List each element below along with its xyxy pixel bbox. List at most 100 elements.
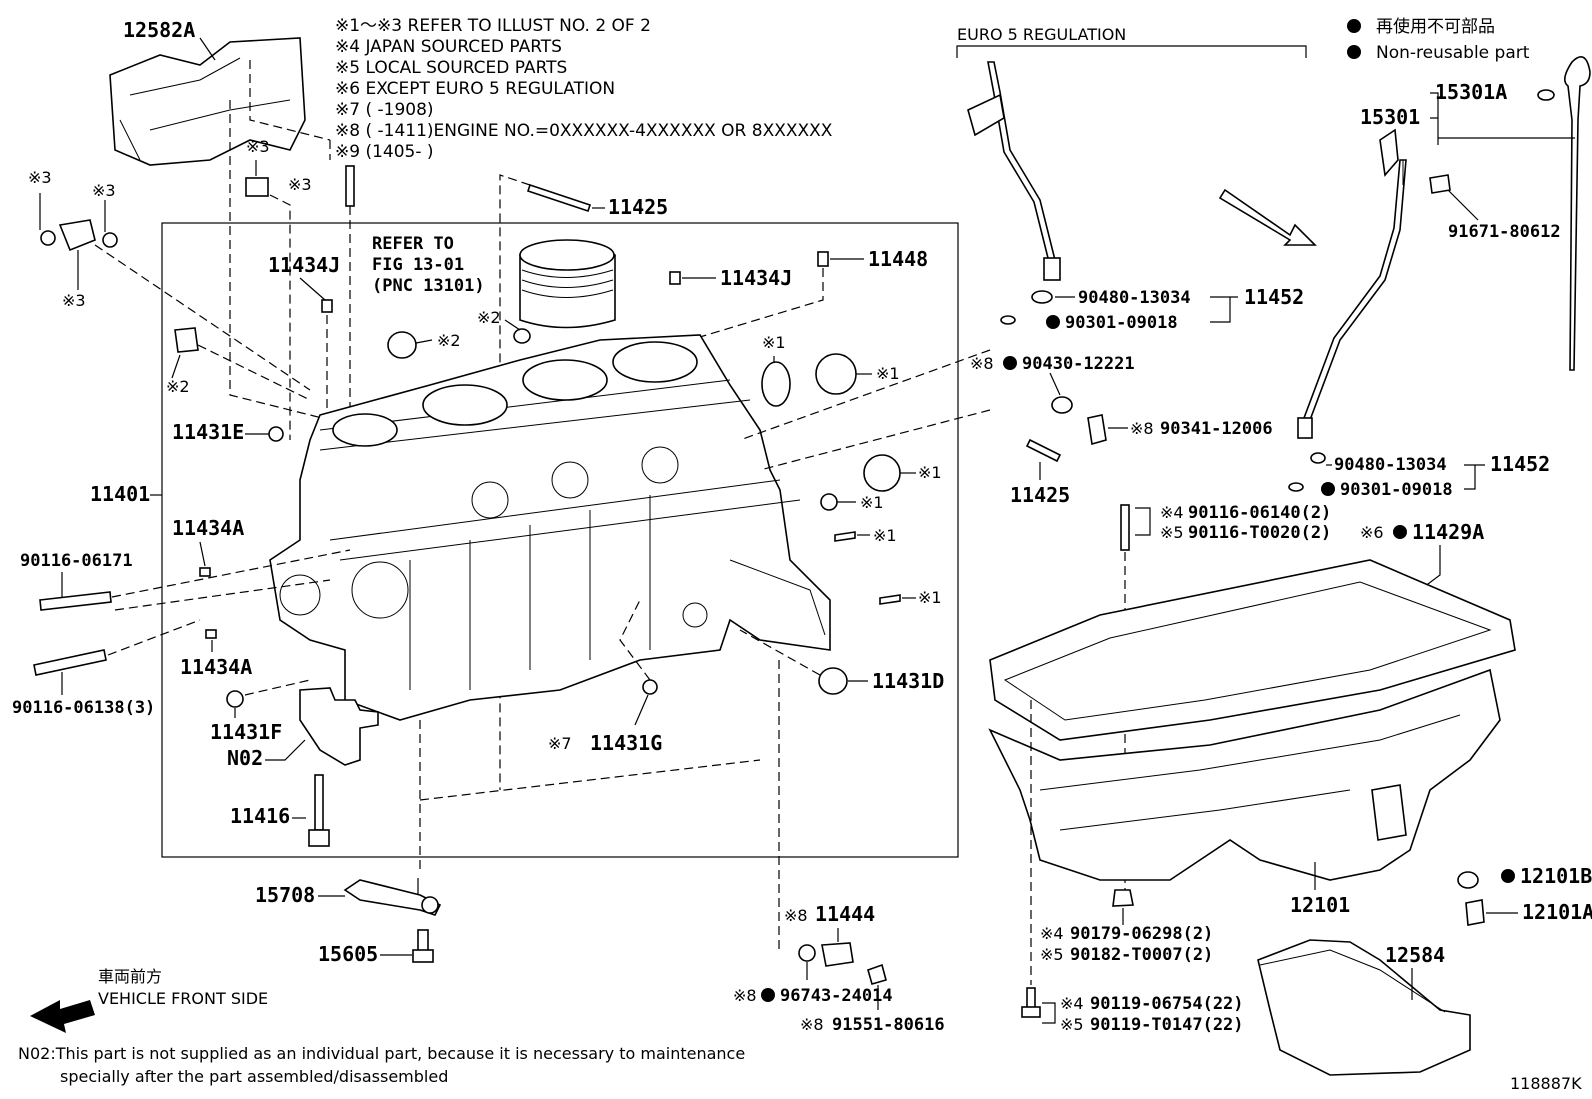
oil-pan-drain-boss [1371,784,1407,841]
mark-m1: ※1 [918,588,942,607]
note-1: ※1～※3 REFER TO ILLUST NO. 2 OF 2 [335,16,651,36]
bearing-cap-N02 [299,687,379,766]
note-3: ※5 LOCAL SOURCED PARTS [335,58,567,78]
pin-icon [321,299,333,313]
pin-icon [669,271,681,285]
mark-m6: ※6 [1360,523,1384,542]
mark-m4: ※4 [1160,503,1184,522]
part-label-11429A: 11429A [1412,520,1484,544]
mark-m8: ※8 [784,906,808,925]
part-label-90119-06754: 90119-06754(22) [1090,994,1244,1014]
mark-m2: ※2 [477,308,501,327]
part-label-11434A-lower: 11434A [180,655,252,679]
refer-line1: REFER TO [372,234,454,254]
plug-icon [863,454,901,492]
part-label-11425-top: 11425 [608,195,668,219]
mark-m1: ※1 [918,463,942,482]
stud-90116-06138: 90116-06138(3) [12,579,331,718]
front-jp: 車両前方 [98,967,162,986]
part-label-11452-a: 11452 [1244,285,1304,309]
insulator-12582A: 12582A [109,18,306,166]
non-reusable-dot-icon [1046,315,1060,329]
part-label-90480-13034-a: 90480-13034 [1078,288,1191,308]
non-reusable-dot-icon [1003,356,1017,370]
note-7: ※9 (1405- ) [335,142,434,162]
part-label-91551-80616: 91551-80616 [832,1015,945,1035]
plug-icon [642,679,658,695]
gasket-icon [1051,396,1073,414]
plug-icon [387,331,417,359]
stud-icon [1025,438,1062,463]
plate-icon [58,219,96,252]
bolt-icon [867,963,887,985]
oil-jet-15708: 15708 [255,878,442,916]
part-label-15301A: 15301A [1435,80,1507,104]
part-label-90116-06171: 90116-06171 [20,551,133,571]
mark-m8: ※8 [970,354,994,373]
mark-m4: ※4 [1040,924,1064,943]
plug-icon [226,690,244,708]
pin-icon [879,594,901,605]
mark-m3: ※3 [62,291,86,310]
part-label-90116-06140: 90116-06140(2) [1188,503,1331,523]
mark-m3: ※3 [28,168,52,187]
part-label-11452-b: 11452 [1490,452,1550,476]
mark-m1: ※1 [876,364,900,383]
plug-icon [761,361,791,407]
mark-m8: ※8 [800,1015,824,1034]
sensor-icon [245,177,269,197]
drain-plug-icon [1465,899,1485,926]
legend: 再使用不可部品 Non-reusable part [1347,16,1530,63]
legend-en: Non-reusable part [1376,43,1530,63]
mark-m3: ※3 [92,181,116,200]
part-label-11434A-upper: 11434A [172,516,244,540]
part-label-90116-T0020: 90116-T0020(2) [1188,523,1331,543]
illustration-number: 118887K [1510,1074,1582,1093]
non-reusable-dot-icon [1321,482,1335,496]
part-label-11431G: 11431G [590,731,662,755]
oil-seal-icon [818,667,848,695]
dipstick-15301A: 15301A 15301 [1360,56,1591,371]
mark-m1: ※1 [860,493,884,512]
union-icon [821,942,854,967]
note-2: ※4 JAPAN SOURCED PARTS [335,37,562,57]
plug-icon [815,353,857,395]
sensor-group-m3: ※3 ※3 ※3 ※3 ※3 [28,60,355,440]
gasket-icon [1288,482,1304,492]
dipstick-guide-euro5: 90480-13034 90301-09018 11452 [967,61,1304,333]
footnote-line2: specially after the part assembled/disas… [60,1067,448,1086]
mark-m1: ※1 [762,333,786,352]
pin-icon [817,251,829,267]
part-label-90119-T0147: 90119-T0147(22) [1090,1015,1244,1035]
front-en: VEHICLE FRONT SIDE [98,989,268,1008]
part-label-N02: N02 [227,746,263,770]
bolt-icon [1429,174,1451,194]
mark-m2: ※2 [437,331,461,350]
part-label-90341-12006: 90341-12006 [1160,419,1273,439]
stud-icon [1120,504,1130,551]
part-label-90301-09018-b: 90301-09018 [1340,480,1453,500]
part-label-12584: 12584 [1385,943,1445,967]
cylinder-block-frame [161,222,959,858]
pin-icon [205,629,217,639]
oil-pan-12101 [988,668,1501,881]
part-label-15605: 15605 [318,942,378,966]
mark-m5: ※5 [1060,1015,1084,1034]
mark-m3: ※3 [246,137,270,156]
mark-m4: ※4 [1060,994,1084,1013]
part-label-11434J-left: 11434J [268,253,340,277]
bolt-icon [40,230,56,246]
bolt-head-icon [308,829,330,847]
euro5-heading: EURO 5 REGULATION [957,25,1126,44]
part-label-11448: 11448 [868,247,928,271]
o-ring-icon [1031,290,1053,304]
bolt-15605: 15605 [318,929,434,966]
mark-m8: ※8 [1130,419,1154,438]
vehicle-front-arrow-icon [30,1000,95,1033]
note-4: ※6 EXCEPT EURO 5 REGULATION [335,79,615,99]
note-6: ※8 ( -1411)ENGINE NO.=0XXXXXX-4XXXXXX OR… [335,121,833,141]
part-label-15708: 15708 [255,883,315,907]
mark-m2: ※2 [166,377,190,396]
part-label-90182-T0007: 90182-T0007(2) [1070,945,1213,965]
